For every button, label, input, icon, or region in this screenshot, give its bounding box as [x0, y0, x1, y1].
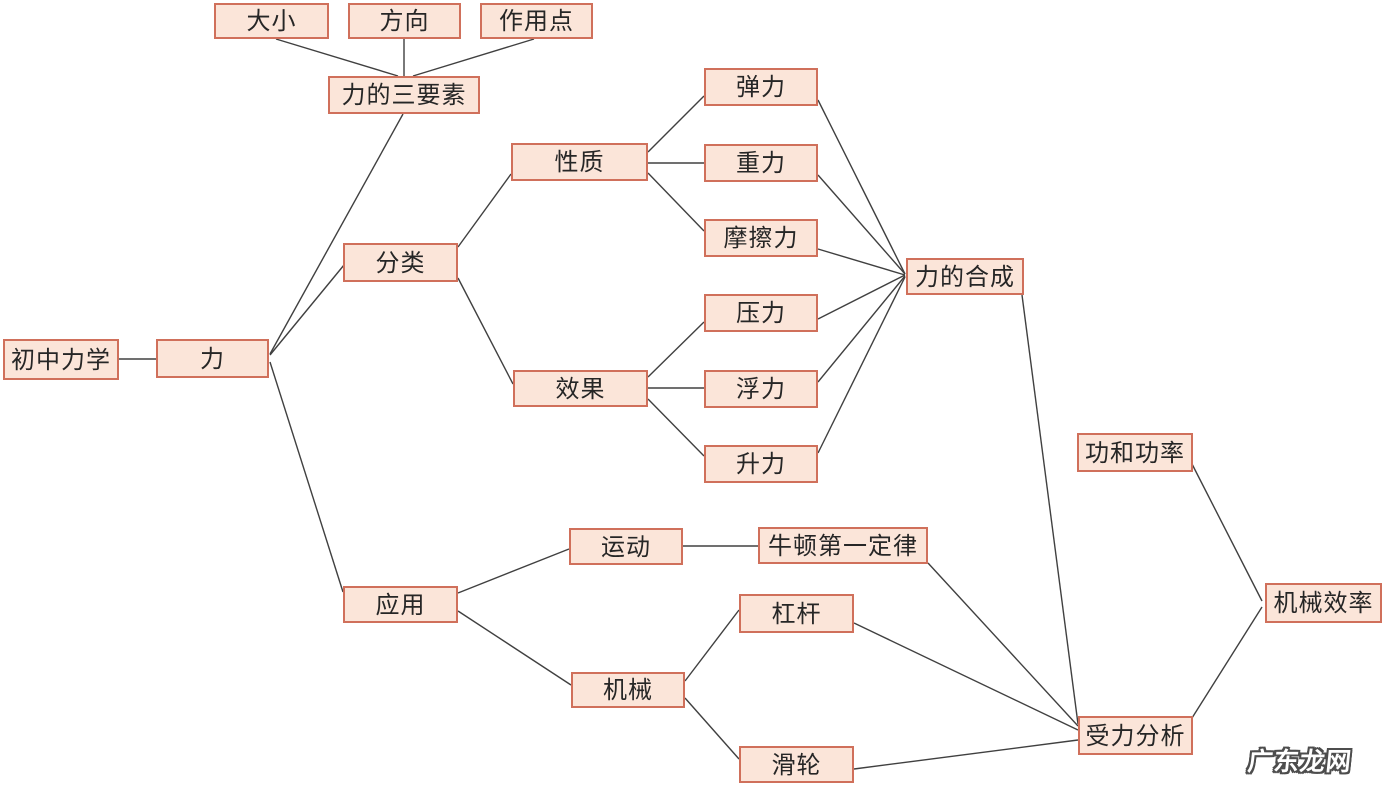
node-label: 方向 [379, 7, 430, 35]
node-machinery: 机械 [571, 672, 685, 708]
node-lever: 杠杆 [739, 594, 854, 633]
node-direction: 方向 [348, 3, 461, 39]
node-label: 受力分析 [1085, 721, 1186, 750]
node-effect: 效果 [513, 370, 648, 407]
edge-gravity--force-composition [817, 174, 906, 275]
node-label: 机械 [603, 676, 653, 704]
node-pressure: 压力 [704, 294, 818, 332]
node-classification: 分类 [343, 243, 458, 282]
edge-pressure--force-composition [817, 274, 906, 320]
node-nature: 性质 [511, 143, 648, 181]
edge-nature--friction [647, 172, 705, 232]
node-label: 滑轮 [771, 750, 822, 779]
node-label: 力 [200, 344, 225, 373]
node-mechanical-efficiency: 机械效率 [1265, 583, 1382, 623]
node-label: 升力 [736, 450, 786, 478]
edge-machinery--lever [684, 609, 740, 682]
node-label: 作用点 [499, 7, 574, 35]
edge-force--application [269, 361, 344, 593]
node-lift: 升力 [704, 445, 818, 483]
node-label: 功和功率 [1085, 438, 1185, 467]
node-label: 机械效率 [1273, 589, 1374, 617]
edge-pulley--force-analysis [853, 739, 1079, 770]
edge-buoyancy--force-composition [817, 275, 906, 383]
node-label: 大小 [246, 7, 297, 35]
node-force-composition: 力的合成 [906, 258, 1024, 295]
edge-effect--pressure [647, 321, 705, 378]
node-label: 力的合成 [915, 262, 1015, 291]
node-work-and-power: 功和功率 [1077, 433, 1193, 472]
edge-newtons-first-law--force-analysis [927, 562, 1079, 727]
node-force: 力 [156, 339, 269, 378]
edge-force-composition--force-analysis [1021, 294, 1079, 725]
edge-effect--lift [647, 398, 705, 457]
node-junior-mechanics: 初中力学 [3, 339, 119, 380]
node-force-analysis: 受力分析 [1078, 716, 1193, 755]
edge-machinery--pulley [684, 697, 740, 760]
node-application: 应用 [343, 586, 458, 623]
edge-force-analysis--mechanical-efficiency [1191, 606, 1263, 719]
node-buoyancy: 浮力 [704, 370, 818, 408]
node-magnitude: 大小 [214, 3, 329, 39]
node-application-point: 作用点 [480, 3, 593, 39]
node-motion: 运动 [569, 528, 683, 565]
edge-magnitude--three-elements [275, 38, 399, 77]
edge-lever--force-analysis [853, 622, 1079, 731]
edge-classification--effect [457, 277, 514, 385]
node-label: 运动 [601, 532, 651, 561]
edge-lift--force-composition [817, 276, 906, 454]
edge-application--machinery [457, 610, 572, 686]
node-label: 分类 [375, 248, 426, 277]
node-label: 摩擦力 [723, 224, 799, 252]
node-label: 初中力学 [11, 345, 111, 374]
edge-work-and-power--mechanical-efficiency [1190, 461, 1263, 602]
node-newtons-first-law: 牛顿第一定律 [758, 527, 928, 564]
edge-friction--force-composition [817, 248, 906, 276]
node-label: 效果 [555, 374, 606, 403]
node-label: 力的三要素 [341, 81, 467, 109]
edge-classification--nature [457, 173, 512, 248]
node-label: 浮力 [736, 375, 786, 403]
edge-force--three-elements [269, 113, 404, 355]
site-watermark: 广东龙网 [1246, 747, 1354, 776]
edge-application-point--three-elements [412, 38, 535, 77]
edge-force--classification [269, 264, 345, 356]
node-label: 弹力 [736, 73, 786, 101]
node-label: 性质 [554, 148, 605, 176]
node-three-elements: 力的三要素 [328, 76, 480, 114]
node-gravity: 重力 [704, 144, 818, 182]
node-label: 应用 [375, 590, 426, 619]
edge-nature--elastic-force [647, 95, 705, 153]
node-label: 杠杆 [771, 599, 822, 628]
node-pulley: 滑轮 [739, 746, 854, 783]
node-friction: 摩擦力 [704, 219, 818, 257]
node-label: 压力 [736, 299, 786, 327]
edge-application--motion [457, 548, 570, 594]
edge-elastic-force--force-composition [817, 99, 906, 275]
node-elastic-force: 弹力 [704, 68, 818, 106]
node-label: 重力 [736, 149, 786, 177]
node-label: 牛顿第一定律 [768, 531, 918, 560]
